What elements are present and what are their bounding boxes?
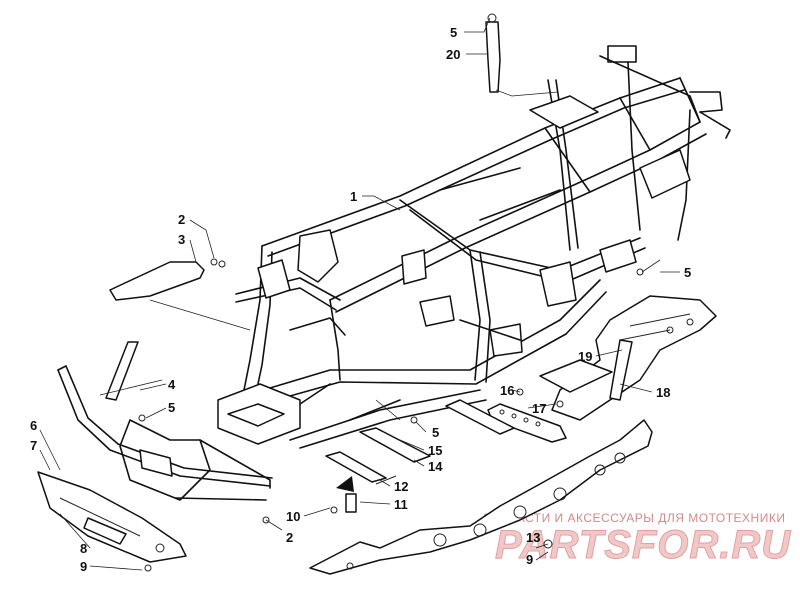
lower-bracket <box>325 451 397 514</box>
callout-8: 8 <box>80 541 87 556</box>
main-frame <box>217 45 731 449</box>
callout-14: 14 <box>428 459 443 474</box>
callout-15: 15 <box>428 443 442 458</box>
callout-6: 6 <box>30 418 37 433</box>
front-bumper <box>57 365 273 501</box>
rear-strut <box>485 13 559 97</box>
leader-lines <box>39 17 680 571</box>
fasteners <box>138 260 418 572</box>
front-brace <box>99 341 163 401</box>
watermark-tagline: ЗАПЧАСТИ И АКСЕССУАРЫ ДЛЯ МОТОТЕХНИКИ <box>483 511 785 525</box>
callout-10: 10 <box>286 509 300 524</box>
callout-2: 2 <box>178 212 185 227</box>
callout-19: 19 <box>578 349 592 364</box>
callout-2: 2 <box>286 530 293 545</box>
callout-9: 9 <box>526 552 533 567</box>
callout-5: 5 <box>432 425 439 440</box>
watermark-logo: PARTSFOR.RU <box>495 523 791 567</box>
callout-13: 13 <box>526 530 540 545</box>
callout-20: 20 <box>446 47 460 62</box>
callout-1: 1 <box>350 189 357 204</box>
callout-18: 18 <box>656 385 670 400</box>
skid-plate <box>309 419 653 575</box>
callout-9: 9 <box>80 559 87 574</box>
callout-7: 7 <box>30 438 37 453</box>
callout-4: 4 <box>168 377 176 392</box>
callout-16: 16 <box>500 383 514 398</box>
front-skid-guard <box>37 471 187 563</box>
callout-11: 11 <box>394 497 408 512</box>
callout-5: 5 <box>168 400 175 415</box>
callout-3: 3 <box>178 232 185 247</box>
crossbars <box>359 399 515 463</box>
watermark: PARTSFOR.RU ЗАПЧАСТИ И АКСЕССУАРЫ ДЛЯ МО… <box>483 511 791 568</box>
callout-5: 5 <box>450 25 457 40</box>
callout-labels: 1 2 3 4 5 5 5 5 20 6 7 8 9 9 10 11 12 13… <box>30 25 691 574</box>
front-bracket <box>109 258 251 331</box>
callout-17: 17 <box>532 401 546 416</box>
callout-5: 5 <box>684 265 691 280</box>
callout-12: 12 <box>394 479 408 494</box>
rear-rack <box>539 259 717 421</box>
